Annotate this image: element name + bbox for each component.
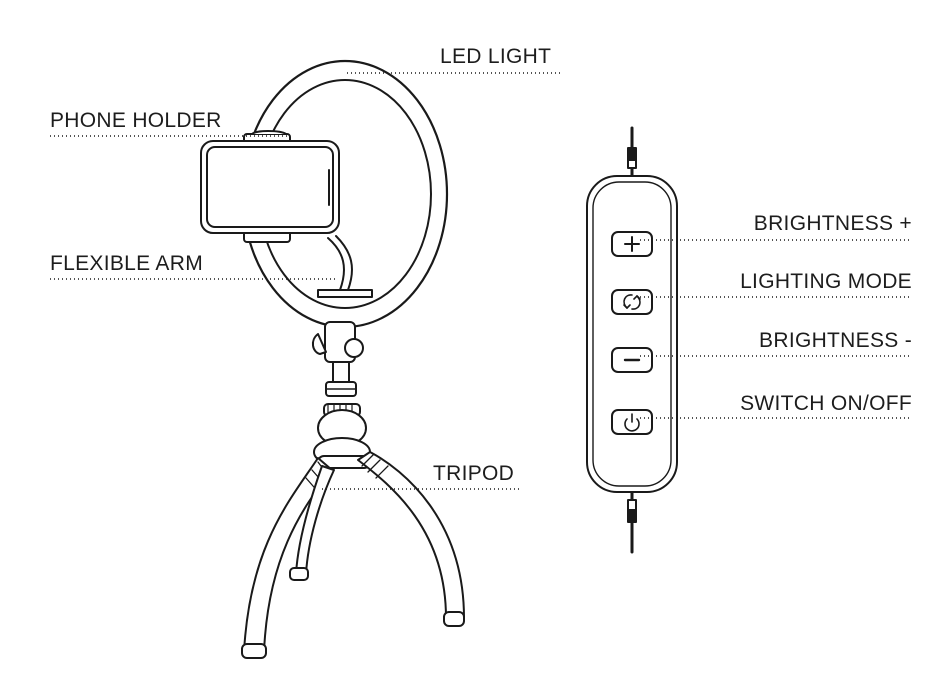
phone-holder bbox=[200, 130, 340, 243]
cycle-arrows-icon bbox=[623, 294, 641, 310]
brightness-up-label: BRIGHTNESS + bbox=[753, 212, 912, 235]
ring-mount bbox=[312, 321, 364, 397]
lighting-mode-label: LIGHTING MODE bbox=[740, 270, 912, 293]
tripod-label: TRIPOD bbox=[433, 462, 515, 485]
phone-holder-label: PHONE HOLDER bbox=[50, 109, 222, 132]
lighting-mode-button[interactable] bbox=[611, 289, 653, 315]
led-light-label: LED LIGHT bbox=[440, 45, 552, 68]
leader-lines bbox=[50, 72, 912, 490]
brightness-up-button[interactable] bbox=[611, 231, 653, 257]
power-switch-button[interactable] bbox=[611, 409, 653, 435]
inline-remote bbox=[586, 126, 678, 554]
flexible-arm-label: FLEXIBLE ARM bbox=[50, 252, 203, 275]
brightness-down-button[interactable] bbox=[611, 347, 653, 373]
switch-label: SWITCH ON/OFF bbox=[740, 392, 912, 415]
flexible-arm bbox=[327, 235, 353, 291]
power-icon bbox=[624, 413, 640, 432]
tripod bbox=[241, 403, 465, 659]
brightness-down-label: BRIGHTNESS - bbox=[759, 329, 912, 352]
